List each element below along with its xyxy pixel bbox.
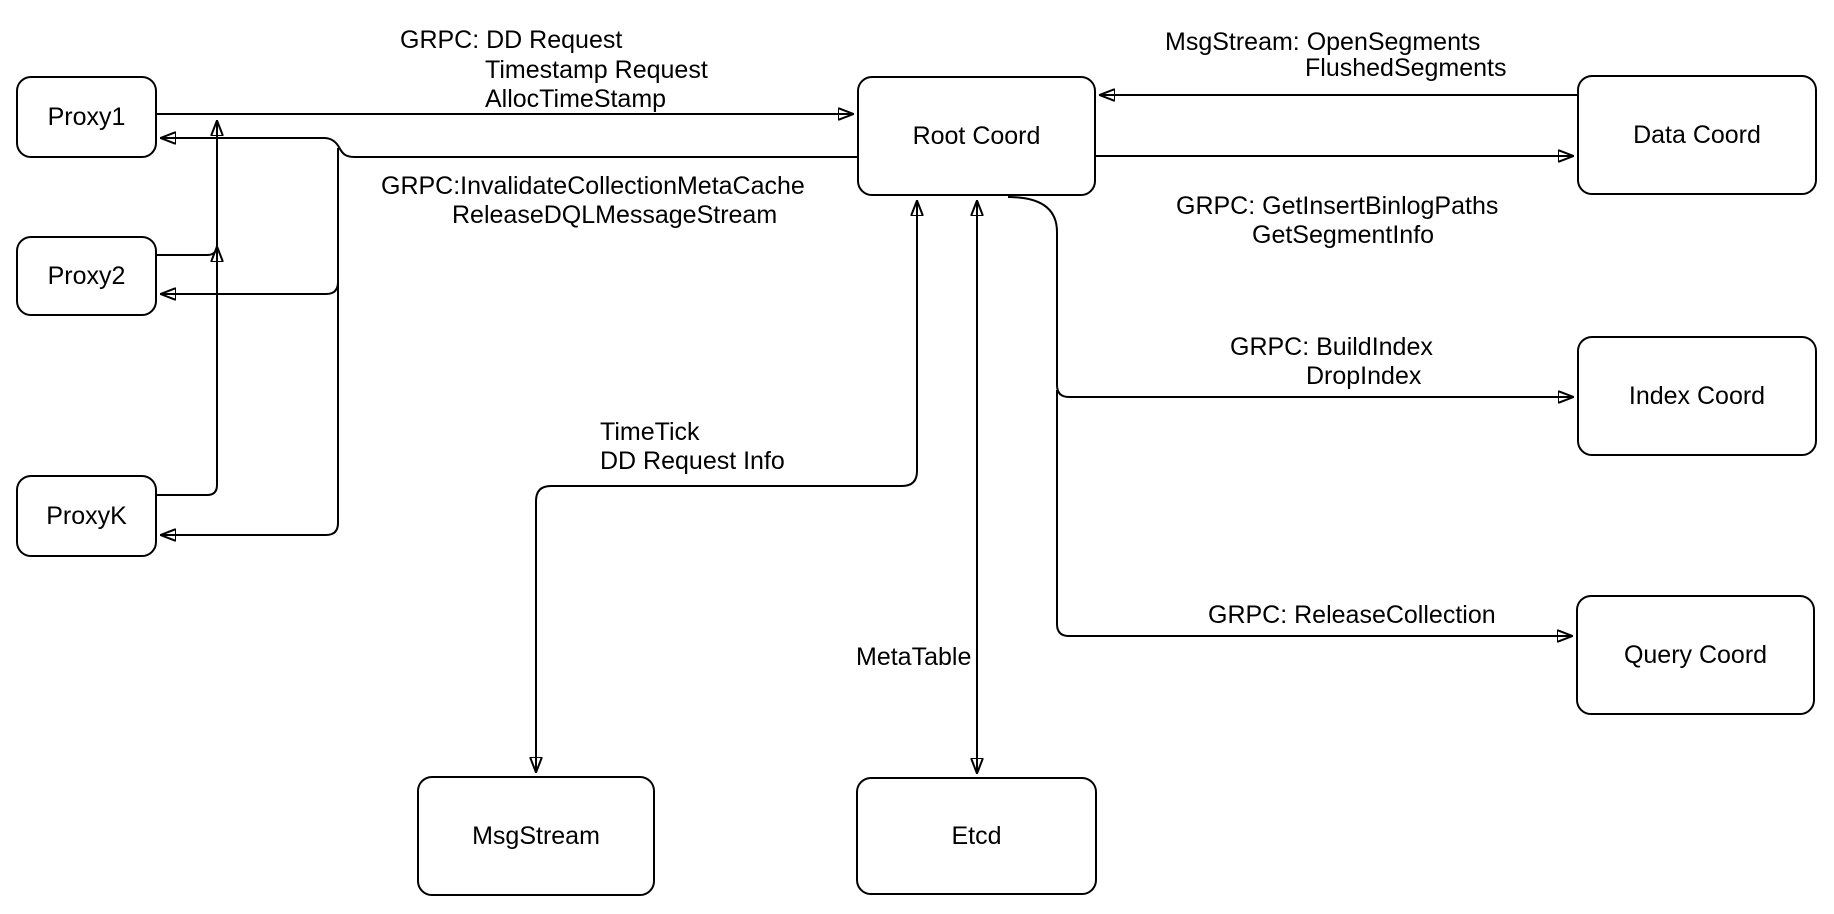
node-proxy2: Proxy2 bbox=[16, 236, 157, 316]
edge-rootcoord-to-querycoord bbox=[1056, 390, 1571, 636]
node-data-coord: Data Coord bbox=[1577, 75, 1817, 195]
node-etcd-label: Etcd bbox=[951, 821, 1002, 850]
edge-label-proxy-to-root-line1: GRPC: DD Request bbox=[400, 26, 623, 54]
node-data-coord-label: Data Coord bbox=[1633, 120, 1761, 149]
edge-label-root-to-index-line2: DropIndex bbox=[1306, 362, 1422, 390]
node-etcd: Etcd bbox=[856, 777, 1097, 895]
edge-label-root-to-proxies-line1: GRPC:InvalidateCollectionMetaCache bbox=[381, 172, 805, 200]
node-proxy2-label: Proxy2 bbox=[47, 261, 126, 290]
edge-label-root-msgstream-line2: DD Request Info bbox=[600, 447, 785, 475]
node-proxy1-label: Proxy1 bbox=[47, 102, 126, 131]
node-root-coord: Root Coord bbox=[857, 76, 1096, 196]
node-index-coord: Index Coord bbox=[1577, 336, 1817, 456]
node-proxy1: Proxy1 bbox=[16, 76, 157, 158]
edge-label-root-to-data-line2: GetSegmentInfo bbox=[1252, 221, 1435, 249]
edge-rootcoord-to-proxy1 bbox=[162, 138, 857, 158]
edge-proxy2-to-rootcoord bbox=[157, 122, 217, 256]
edge-label-root-etcd: MetaTable bbox=[856, 643, 972, 671]
edge-rootcoord-to-indexcoord bbox=[1007, 196, 1572, 397]
edge-label-root-to-data-line1: GRPC: GetInsertBinlogPaths bbox=[1176, 192, 1499, 220]
edge-label-root-msgstream-line1: TimeTick bbox=[600, 418, 700, 446]
edge-label-root-to-proxies-line2: ReleaseDQLMessageStream bbox=[452, 201, 778, 229]
node-msgstream-label: MsgStream bbox=[472, 821, 600, 850]
edge-rootcoord-to-proxyk bbox=[162, 282, 339, 535]
node-index-coord-label: Index Coord bbox=[1628, 381, 1766, 410]
node-root-coord-label: Root Coord bbox=[912, 121, 1041, 150]
edge-label-data-to-root-line2: FlushedSegments bbox=[1305, 54, 1507, 82]
node-query-coord-label: Query Coord bbox=[1623, 640, 1768, 669]
edge-rootcoord-to-proxy2 bbox=[162, 148, 339, 294]
edge-label-root-to-index-line1: GRPC: BuildIndex bbox=[1230, 333, 1433, 361]
edge-rootcoord-msgstream bbox=[536, 202, 917, 771]
node-proxyk: ProxyK bbox=[16, 475, 157, 557]
node-query-coord: Query Coord bbox=[1576, 595, 1815, 715]
node-msgstream: MsgStream bbox=[417, 776, 655, 896]
edge-label-data-to-root-line1: MsgStream: OpenSegments bbox=[1165, 28, 1481, 56]
edge-label-proxy-to-root-line3: AllocTimeStamp bbox=[485, 85, 667, 113]
node-proxyk-label: ProxyK bbox=[46, 501, 127, 530]
edge-proxyk-to-rootcoord bbox=[157, 248, 217, 496]
edge-label-proxy-to-root-line2: Timestamp Request bbox=[485, 56, 708, 84]
edge-label-root-to-query: GRPC: ReleaseCollection bbox=[1208, 601, 1496, 629]
